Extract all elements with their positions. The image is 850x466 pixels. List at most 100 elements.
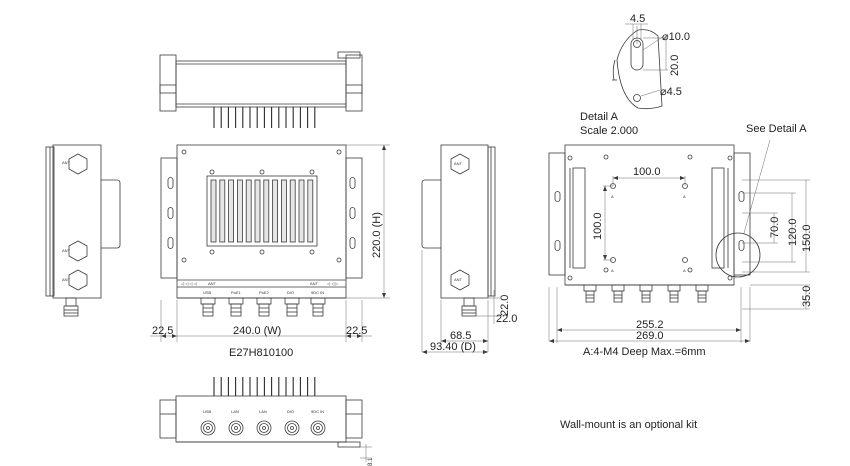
detail-dim-top: 4.5 (630, 13, 645, 25)
fin-front (280, 179, 287, 243)
hole-spacing-v: 100.0 (592, 212, 604, 240)
front-connector-body (228, 297, 244, 305)
front-port-label-3: PoE2 (259, 290, 270, 295)
bottom-connector-inner (203, 423, 213, 433)
front-port-label-4: DIO (287, 290, 294, 295)
wall-mount-note: Wall-mount is an optional kit (560, 419, 697, 431)
detail-dim-dia: ⌀10.0 (662, 31, 690, 43)
front-led-marks-right: ◁ ◁ ▷ (327, 281, 339, 286)
bottom-dim-35: 35.0 (801, 286, 813, 307)
bottom-connector-outer (284, 420, 300, 436)
bottom-view: USB LAN LAN DIO 9DC IN 8.1 (159, 377, 374, 466)
rear-connector-plug (585, 290, 595, 303)
detail-title: Detail A (580, 111, 619, 123)
bottom-connector-outer (310, 420, 326, 436)
fin-front (219, 179, 226, 243)
front-connector-plug (230, 303, 242, 317)
front-port-label-2: PoE1 (231, 290, 242, 295)
front-port-label-1: USB (203, 290, 212, 295)
rear-connectors (583, 284, 709, 303)
bottom-connector-inner (259, 423, 269, 433)
left-margin-dim: 22.5 (152, 325, 173, 337)
width-269: 269.0 (636, 330, 664, 342)
fin-front (210, 179, 217, 243)
front-connector-body (310, 297, 326, 305)
side-dimensions: 22.0 22.0 68.5 93.40 (D) (421, 250, 517, 354)
inner-depth-dim: 68.5 (450, 330, 471, 342)
front-connector-plug (258, 303, 270, 317)
bottom-connector-pin (262, 426, 266, 430)
bottom-connector-pin (316, 426, 320, 430)
bottom-port-label-1: USB (203, 409, 212, 414)
bottom-connector-pin (290, 426, 294, 430)
detail-dim-bottom: ⌀4.5 (660, 86, 682, 98)
bottom-connector-inner (313, 423, 323, 433)
fin-front (272, 179, 279, 243)
front-ant-right-label: ANT (310, 281, 319, 286)
rear-connector-plug (669, 290, 679, 303)
front-connector-body (256, 297, 272, 305)
front-dimensions: 220.0 (H) 240.0 (W) 22.5 22.5 E27H810100 (150, 144, 390, 359)
top-view (159, 51, 363, 128)
connector-dim-2: 22.0 (496, 313, 517, 325)
depth-dim: 93.40 (D) (430, 341, 476, 353)
wall-slots-right (349, 177, 356, 249)
front-connector-plug (286, 303, 298, 317)
fin-front (228, 179, 235, 243)
front-port-label-5: 9DC IN (311, 290, 324, 295)
rear-connector-body (611, 284, 625, 292)
slot-spacing-120: 120.0 (787, 218, 799, 246)
model-number: E27H810100 (229, 347, 293, 359)
see-detail-label: See Detail A (746, 123, 807, 135)
detail-scale: Scale 2.000 (580, 125, 638, 137)
right-margin-dim: 22.5 (346, 325, 367, 337)
fin-front (298, 179, 305, 243)
hole-label-3: A (611, 268, 614, 273)
hole-spacing-h: 100.0 (633, 166, 661, 178)
mount-note: A:4-M4 Deep Max.=6mm (583, 346, 706, 358)
fin-front (245, 179, 252, 243)
left-side-view: ANT ANT ANT (45, 144, 121, 317)
rear-connector-body (639, 284, 653, 292)
bottom-connector-outer (200, 420, 216, 436)
wall-slots-left (167, 177, 174, 249)
right-side-view: ANT ANT (421, 144, 496, 317)
bottom-offset-dim: 8.1 (368, 457, 374, 466)
width-dim: 240.0 (W) (233, 325, 281, 337)
heatsink-fins-bottom (213, 377, 316, 396)
hole-label-1: A (611, 194, 614, 199)
slot-spacing-70: 70.0 (769, 217, 781, 238)
slot-spacing-150: 150.0 (801, 224, 813, 252)
front-connectors (200, 297, 326, 317)
bottom-connector-pin (234, 426, 238, 430)
rear-connector-plug (697, 290, 707, 303)
connector-dim: 22.0 (499, 295, 511, 316)
bottom-connector-outer (256, 420, 272, 436)
rear-connector-plug (641, 290, 651, 303)
hole-label-4: A (683, 268, 686, 273)
front-ant-left-label: ANT (208, 281, 217, 286)
fin-front (289, 179, 296, 243)
bottom-connector-inner (231, 423, 241, 433)
bottom-port-label-2: LAN (231, 409, 239, 414)
rear-view: A A A A 100.0 100.0 See Detail A 70.0 12… (548, 123, 813, 358)
fin-front (263, 179, 270, 243)
front-led-marks: ◁ ◁ ◁ ◁ (181, 281, 198, 286)
rear-connector-body (667, 284, 681, 292)
fin-front (307, 179, 314, 243)
right-ant-label-2: ANT (454, 277, 463, 282)
right-ant-label-1: ANT (454, 161, 463, 166)
rear-connector-body (583, 284, 597, 292)
left-ant-label-2: ANT (62, 248, 71, 253)
height-dim: 220.0 (H) (371, 212, 383, 258)
front-connector-body (284, 297, 300, 305)
left-ant-label-1: ANT (62, 160, 71, 165)
front-view: ANT ANT ◁ ◁ ◁ ◁ ◁ ◁ ▷ USB PoE1 PoE2 DIO … (160, 144, 363, 317)
hole-label-2: A (683, 194, 686, 199)
detail-dim-slot: 20.0 (669, 55, 681, 76)
bottom-port-label-3: LAN (259, 409, 267, 414)
bottom-connector-inner (287, 423, 297, 433)
heatsink-fins-front (210, 179, 314, 243)
width-255: 255.2 (636, 319, 664, 331)
